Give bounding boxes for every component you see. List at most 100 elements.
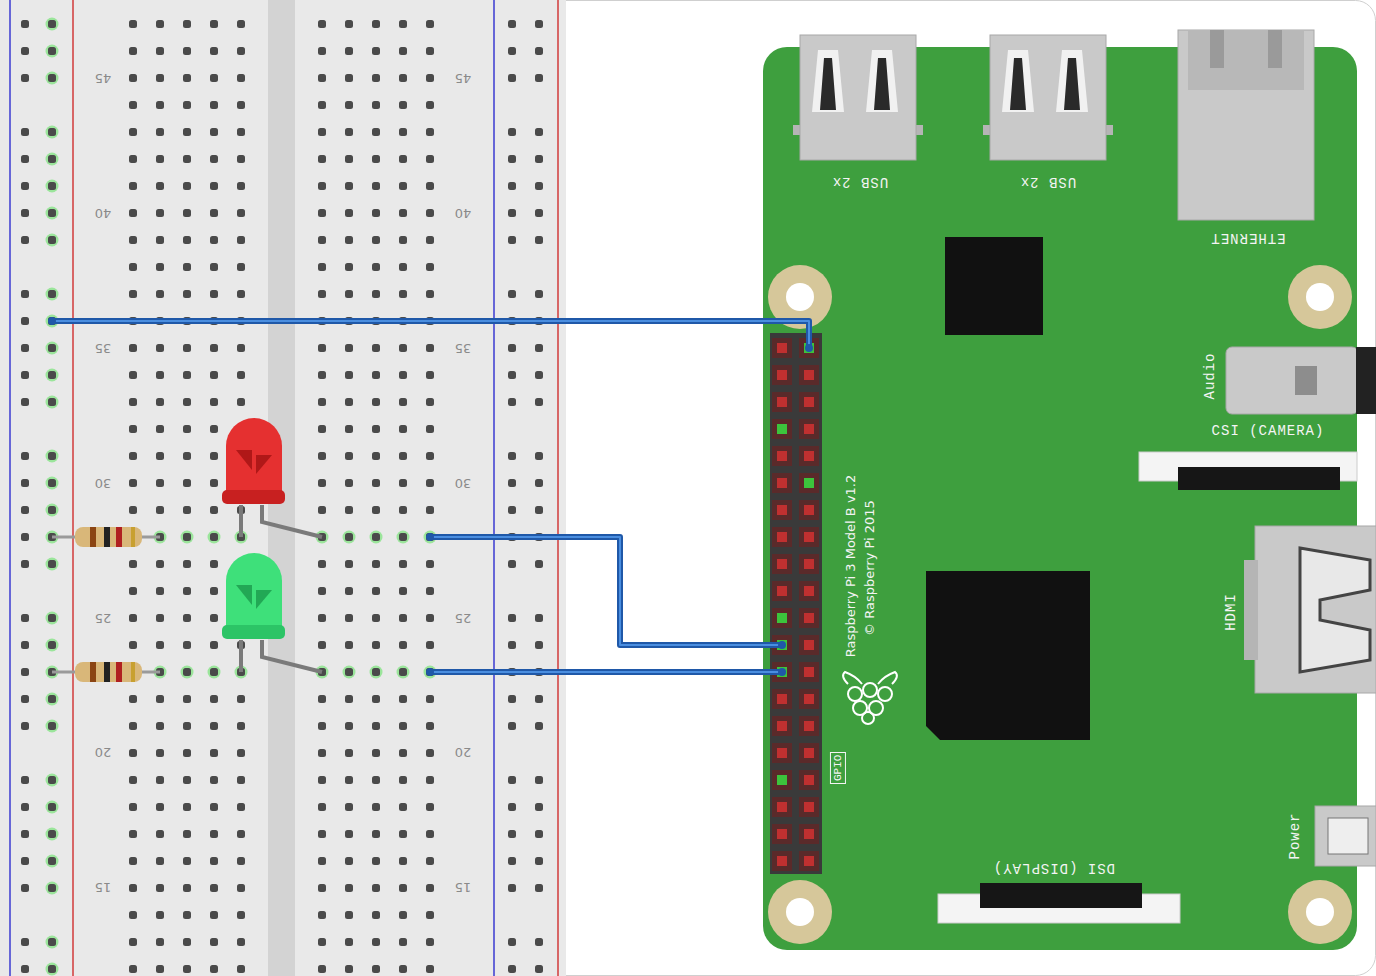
hole-highlight	[46, 504, 59, 517]
breadboard-hole	[210, 47, 218, 55]
gpio-pin	[777, 397, 787, 407]
breadboard-hole	[399, 722, 407, 730]
breadboard-hole	[183, 371, 191, 379]
breadboard-hole	[399, 371, 407, 379]
breadboard-hole	[48, 155, 56, 163]
breadboard-hole	[318, 371, 326, 379]
resistor-symbol	[52, 662, 160, 682]
breadboard-hole	[129, 290, 137, 298]
gpio-pin	[804, 856, 814, 866]
breadboard-hole	[426, 47, 434, 55]
breadboard-hole	[156, 371, 164, 379]
breadboard-hole	[156, 506, 164, 514]
breadboard-holes	[21, 18, 543, 976]
breadboard-hole	[426, 857, 434, 865]
port-label: ETHERNET	[1210, 230, 1285, 246]
breadboard-hole	[399, 776, 407, 784]
breadboard-hole	[156, 236, 164, 244]
breadboard-hole	[372, 209, 380, 217]
breadboard-hole	[183, 830, 191, 838]
breadboard-hole	[318, 425, 326, 433]
breadboard-hole	[508, 236, 516, 244]
breadboard-hole	[156, 74, 164, 82]
breadboard-hole	[48, 722, 56, 730]
breadboard-hole	[156, 857, 164, 865]
breadboard-hole	[426, 749, 434, 757]
breadboard-hole	[372, 479, 380, 487]
breadboard-hole	[129, 74, 137, 82]
breadboard-hole	[372, 182, 380, 190]
raspberry-logo	[843, 672, 897, 724]
gpio-pin	[804, 721, 814, 731]
processor-chip	[926, 571, 1090, 740]
breadboard-hole	[21, 290, 29, 298]
hole-highlight	[46, 180, 59, 193]
breadboard-hole	[399, 182, 407, 190]
breadboard-hole	[399, 938, 407, 946]
breadboard-hole	[129, 776, 137, 784]
breadboard-hole	[237, 398, 245, 406]
breadboard-hole	[129, 641, 137, 649]
hole-highlight	[46, 72, 59, 85]
breadboard-hole	[426, 803, 434, 811]
breadboard-hole	[21, 344, 29, 352]
breadboard-hole	[210, 344, 218, 352]
breadboard-hole	[183, 263, 191, 271]
row-number: 35	[95, 341, 112, 356]
row-number: 20	[455, 745, 472, 760]
breadboard-hole	[237, 74, 245, 82]
breadboard-hole	[237, 911, 245, 919]
breadboard-hole	[156, 938, 164, 946]
hole-highlight	[46, 450, 59, 463]
breadboard-hole	[372, 398, 380, 406]
gpio-pin	[804, 397, 814, 407]
pin-socket	[772, 338, 792, 358]
breadboard-hole	[426, 290, 434, 298]
pin-socket	[772, 554, 792, 574]
breadboard-hole	[535, 290, 543, 298]
breadboard-hole	[237, 128, 245, 136]
row-number: 30	[95, 476, 112, 491]
breadboard-hole	[129, 344, 137, 352]
breadboard-hole	[535, 776, 543, 784]
breadboard-hole	[399, 668, 407, 676]
pin-socket	[772, 527, 792, 547]
breadboard-hole	[372, 47, 380, 55]
pin-socket	[799, 473, 819, 493]
breadboard	[0, 0, 566, 976]
breadboard-hole	[21, 884, 29, 892]
breadboard-hole	[210, 911, 218, 919]
hole-highlight	[181, 531, 194, 544]
breadboard-hole	[129, 479, 137, 487]
breadboard-hole	[318, 209, 326, 217]
hole-highlight	[46, 369, 59, 382]
breadboard-hole	[156, 749, 164, 757]
breadboard-hole	[345, 668, 353, 676]
breadboard-hole	[183, 74, 191, 82]
pin-socket	[772, 851, 792, 871]
breadboard-hole	[129, 560, 137, 568]
breadboard-hole	[426, 587, 434, 595]
breadboard-hole	[535, 47, 543, 55]
breadboard-hole	[508, 47, 516, 55]
gpio-pin	[804, 640, 814, 650]
breadboard-hole	[535, 965, 543, 973]
breadboard-hole	[48, 128, 56, 136]
breadboard-hole	[399, 803, 407, 811]
breadboard-hole	[535, 182, 543, 190]
row-number: 35	[455, 341, 472, 356]
breadboard-hole	[345, 695, 353, 703]
breadboard-hole	[399, 425, 407, 433]
gpio-pin	[777, 748, 787, 758]
breadboard-hole	[508, 965, 516, 973]
breadboard-hole	[210, 776, 218, 784]
breadboard-hole	[237, 182, 245, 190]
breadboard-hole	[129, 506, 137, 514]
hole-highlight	[370, 666, 383, 679]
breadboard-hole	[508, 479, 516, 487]
breadboard-hole	[183, 641, 191, 649]
pin-socket	[799, 851, 819, 871]
breadboard-hole	[129, 398, 137, 406]
breadboard-hole	[237, 695, 245, 703]
